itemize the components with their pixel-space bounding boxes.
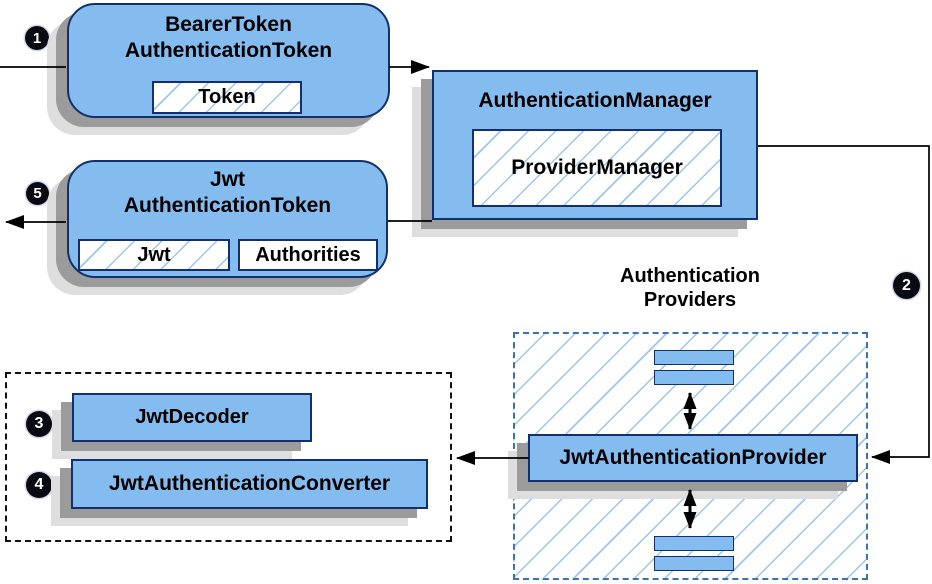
jwt-token-title-line1: Jwt	[209, 168, 245, 191]
jwt-slot: Jwt	[78, 239, 230, 271]
jwt-decoder-title: JwtDecoder	[135, 406, 249, 428]
jwt-authentication-converter-title: JwtAuthenticationConverter	[108, 472, 391, 495]
bearer-token-title-line1: BearerToken	[165, 13, 292, 36]
jwt-authentication-converter-node: JwtAuthenticationConverter	[71, 459, 428, 509]
provider-manager-slot: ProviderManager	[472, 129, 722, 207]
provider-placeholder-bar	[654, 556, 734, 571]
jwt-authentication-token-node: Jwt AuthenticationToken Jwt Authorities	[67, 160, 388, 278]
jwt-token-title-line2: AuthenticationToken	[123, 194, 332, 217]
step-badge-3: 3	[26, 411, 52, 437]
bearer-token-authentication-token-node: BearerToken AuthenticationToken Token	[67, 3, 390, 118]
token-label: Token	[198, 86, 256, 108]
jwt-authentication-provider-title: JwtAuthenticationProvider	[559, 446, 827, 469]
token-slot: Token	[152, 81, 302, 114]
bearer-token-title-line2: AuthenticationToken	[124, 39, 333, 62]
jwt-token-title: Jwt AuthenticationToken	[69, 162, 386, 219]
provider-manager-label: ProviderManager	[511, 156, 683, 179]
step-badge-2: 2	[893, 272, 920, 299]
authentication-providers-label-line1: Authentication	[620, 265, 760, 287]
step-badge-5: 5	[26, 182, 49, 205]
jwt-slot-label: Jwt	[137, 243, 171, 266]
jwt-authentication-provider-node: JwtAuthenticationProvider	[528, 434, 858, 482]
decoder-converter-group	[5, 372, 452, 542]
provider-placeholder-bar	[654, 536, 734, 551]
authentication-manager-title: AuthenticationManager	[478, 89, 712, 112]
authentication-manager-node: AuthenticationManager ProviderManager	[432, 70, 758, 220]
bearer-token-title: BearerToken AuthenticationToken	[69, 5, 388, 64]
jwt-decoder-node: JwtDecoder	[72, 393, 312, 442]
authorities-slot: Authorities	[238, 239, 378, 271]
provider-placeholder-bar	[654, 370, 734, 385]
authentication-providers-label-line2: Providers	[643, 289, 737, 311]
authorities-slot-label: Authorities	[255, 243, 361, 266]
authentication-providers-label: Authentication Providers	[588, 264, 792, 312]
step-badge-1: 1	[25, 26, 49, 50]
step-badge-4: 4	[26, 472, 52, 498]
provider-placeholder-bar	[654, 350, 734, 365]
